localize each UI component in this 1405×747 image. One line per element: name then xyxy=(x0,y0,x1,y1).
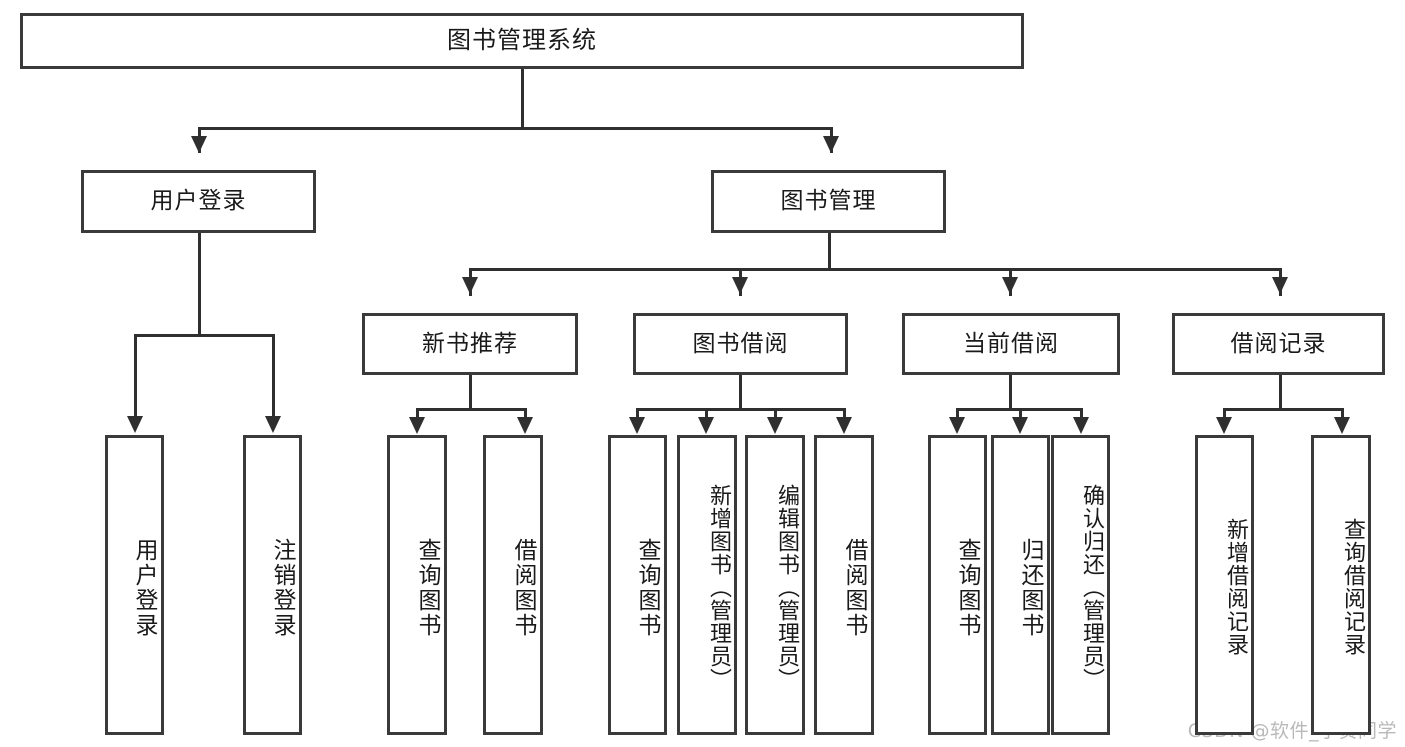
connector-segment xyxy=(843,408,846,417)
node-level2-3[interactable]: 借阅记录 xyxy=(1172,313,1385,375)
connector-segment xyxy=(1341,408,1344,417)
connector-arrowhead xyxy=(462,277,478,294)
connector-segment xyxy=(134,334,273,337)
node-level1-1[interactable]: 图书管理 xyxy=(711,170,946,233)
connector-arrowhead xyxy=(1012,417,1028,434)
connector-arrowhead xyxy=(1002,277,1018,294)
connector-arrowhead xyxy=(629,417,645,434)
connector-segment xyxy=(636,408,639,417)
connector-segment xyxy=(198,127,832,130)
node-level2-1[interactable]: 图书借阅 xyxy=(633,313,848,375)
connector-arrowhead xyxy=(409,417,425,434)
connector-segment xyxy=(705,408,708,417)
connector-segment xyxy=(636,408,844,411)
connector-arrowhead xyxy=(265,416,281,433)
node-leaf-3[interactable]: 借阅图书 xyxy=(483,435,543,735)
connector-arrowhead xyxy=(1272,277,1288,294)
node-leaf-1[interactable]: 注销登录 xyxy=(243,435,302,735)
connector-segment xyxy=(956,408,959,417)
node-leaf-11[interactable]: 新增借阅记录 xyxy=(1195,435,1254,735)
node-leaf-2[interactable]: 查询图书 xyxy=(387,435,447,735)
connector-segment xyxy=(524,408,527,417)
node-leaf-10[interactable]: 确认归还（管理员） xyxy=(1051,435,1110,735)
connector-segment xyxy=(1009,375,1012,408)
connector-segment xyxy=(416,408,524,411)
connector-arrowhead xyxy=(836,417,852,434)
connector-segment xyxy=(134,334,137,416)
connector-segment xyxy=(1223,408,1342,411)
connector-segment xyxy=(774,408,777,417)
connector-segment xyxy=(956,408,1080,411)
node-leaf-6[interactable]: 编辑图书（管理员） xyxy=(745,435,805,735)
connector-arrowhead xyxy=(732,277,748,294)
connector-segment xyxy=(469,375,472,408)
node-root-系统[interactable]: 图书管理系统 xyxy=(20,13,1024,69)
node-leaf-8[interactable]: 查询图书 xyxy=(928,435,987,735)
connector-segment xyxy=(272,334,275,416)
connector-segment xyxy=(198,233,201,334)
connector-segment xyxy=(469,268,1279,271)
node-leaf-12[interactable]: 查询借阅记录 xyxy=(1311,435,1371,735)
connector-segment xyxy=(828,233,831,268)
connector-arrowhead xyxy=(767,417,783,434)
connector-segment xyxy=(1279,375,1282,408)
connector-arrowhead xyxy=(1216,417,1232,434)
node-leaf-9[interactable]: 归还图书 xyxy=(991,435,1050,735)
connector-arrowhead xyxy=(823,136,839,153)
connector-segment xyxy=(739,375,742,408)
node-level1-0[interactable]: 用户登录 xyxy=(81,170,316,233)
connector-segment xyxy=(416,408,419,417)
connector-segment xyxy=(1223,408,1226,417)
connector-segment xyxy=(521,69,524,127)
node-leaf-4[interactable]: 查询图书 xyxy=(608,435,667,735)
connector-arrowhead xyxy=(517,417,533,434)
connector-segment xyxy=(1080,408,1083,417)
connector-arrowhead xyxy=(698,417,714,434)
node-level2-2[interactable]: 当前借阅 xyxy=(902,313,1120,375)
connector-arrowhead xyxy=(1073,417,1089,434)
node-level2-0[interactable]: 新书推荐 xyxy=(362,313,578,375)
connector-arrowhead xyxy=(1334,417,1350,434)
connector-segment xyxy=(1019,408,1022,417)
node-leaf-0[interactable]: 用户登录 xyxy=(105,435,164,735)
connector-arrowhead xyxy=(127,416,143,433)
connector-arrowhead xyxy=(191,136,207,153)
connector-arrowhead xyxy=(949,417,965,434)
node-leaf-5[interactable]: 新增图书（管理员） xyxy=(677,435,737,735)
node-leaf-7[interactable]: 借阅图书 xyxy=(814,435,874,735)
